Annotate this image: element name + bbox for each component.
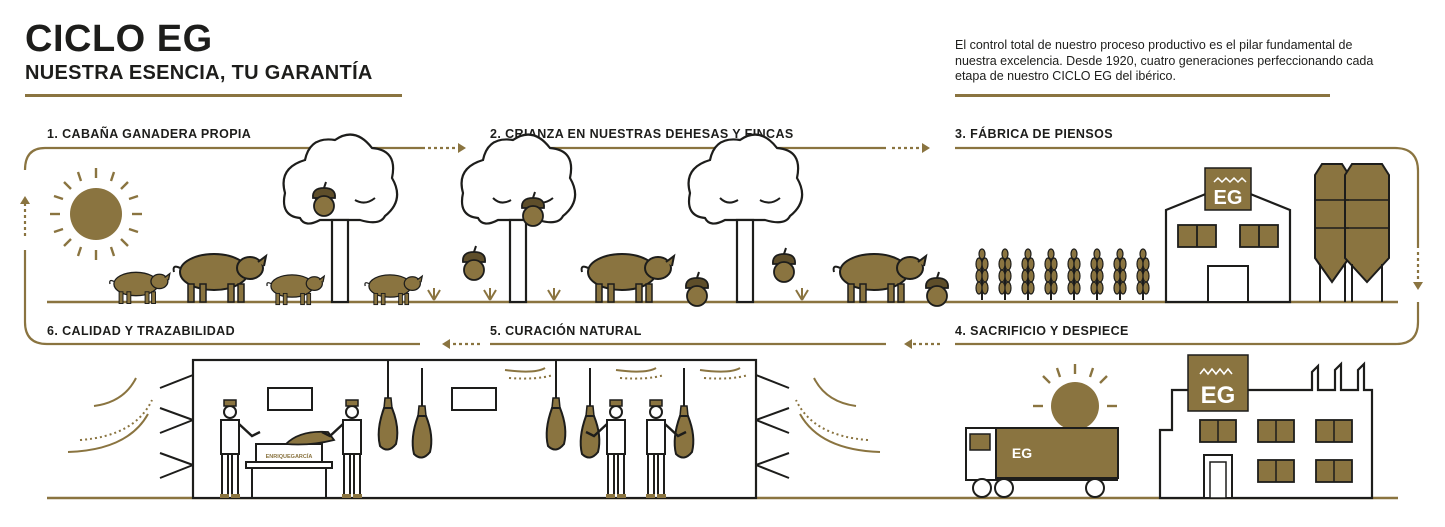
intro-underline: [955, 94, 1330, 97]
acorn-icon: [684, 271, 710, 307]
inspection-table-icon: ENRIQUEGARCÍA: [245, 430, 336, 498]
page-subtitle: NUESTRA ESENCIA, TU GARANTÍA: [25, 62, 373, 84]
acorn-icon: [771, 247, 797, 283]
page-title: CICLO EG: [25, 18, 213, 60]
step-1-label: 1. CABAÑA GANADERA PROPIA: [47, 127, 252, 141]
wind-icon: [67, 367, 881, 453]
step-4-label: 4. SACRIFICIO Y DESPIECE: [955, 324, 1129, 338]
acorn-icon: [461, 245, 487, 281]
silo-icon: [1314, 163, 1390, 302]
piglet-icon: [266, 274, 325, 306]
sun-icon: [1033, 364, 1117, 430]
step-2-label: 2. CRIANZA EN NUESTRAS DEHESAS Y FINCAS: [490, 127, 794, 141]
logo-text: EG: [1201, 382, 1236, 409]
piglet-icon: [109, 271, 171, 305]
intro-text: El control total de nuestro proceso prod…: [955, 38, 1374, 83]
grass-icon: [427, 287, 441, 301]
ham-box-label: ENRIQUEGARCÍA: [266, 452, 313, 460]
sun-icon: [50, 168, 142, 260]
step-6-label: 6. CALIDAD Y TRAZABILIDAD: [47, 324, 236, 338]
arrow-heads: [20, 143, 1423, 349]
logo-text: EG: [1012, 445, 1032, 461]
pig-icon: [580, 253, 675, 303]
acorn-icon: [924, 271, 950, 307]
piglet-icon: [364, 274, 423, 306]
pig-icon: [172, 253, 267, 303]
logo-text: EG: [1214, 187, 1243, 209]
curing-warehouse-icon: [159, 358, 790, 500]
title-underline: [25, 94, 402, 97]
step-5-label: 5. CURACIÓN NATURAL: [490, 324, 642, 338]
slaughterhouse-icon: EG: [1158, 354, 1374, 500]
pig-icon: [832, 253, 927, 303]
delivery-truck-icon: EG: [965, 427, 1119, 498]
feed-factory-icon: EG: [1164, 167, 1292, 304]
cycle-arrows: [23, 146, 1420, 346]
grass-icon: [547, 287, 561, 301]
step-3-label: 3. FÁBRICA DE PIENSOS: [955, 127, 1113, 141]
grass-icon: [795, 287, 809, 301]
grass-icon: [483, 287, 497, 301]
wheat-field-icon: [975, 248, 1150, 301]
